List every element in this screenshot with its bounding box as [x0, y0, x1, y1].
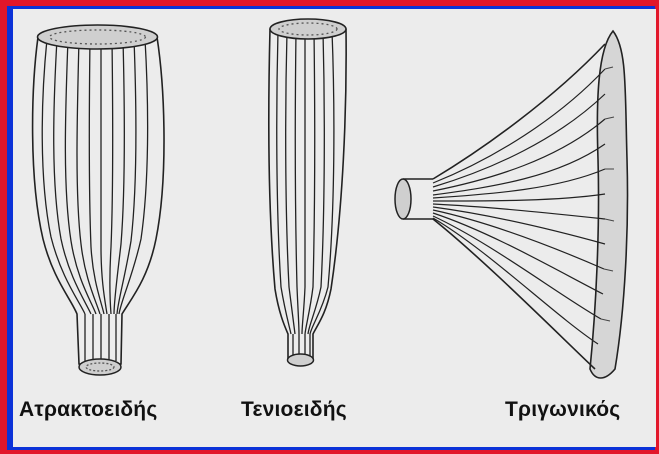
diagram-panel: Ατρακτοειδής Τενιοειδής Τριγωνικός: [13, 9, 656, 447]
triangular-muscle-drawing: [395, 31, 628, 378]
caption-strap: Τενιοειδής: [241, 398, 347, 422]
caption-triangular: Τριγωνικός: [505, 398, 620, 422]
caption-fusiform: Ατρακτοειδής: [19, 398, 157, 422]
strap-muscle-drawing: [269, 19, 346, 366]
muscle-shapes-figure: [13, 9, 656, 447]
fusiform-muscle-drawing: [33, 25, 164, 375]
